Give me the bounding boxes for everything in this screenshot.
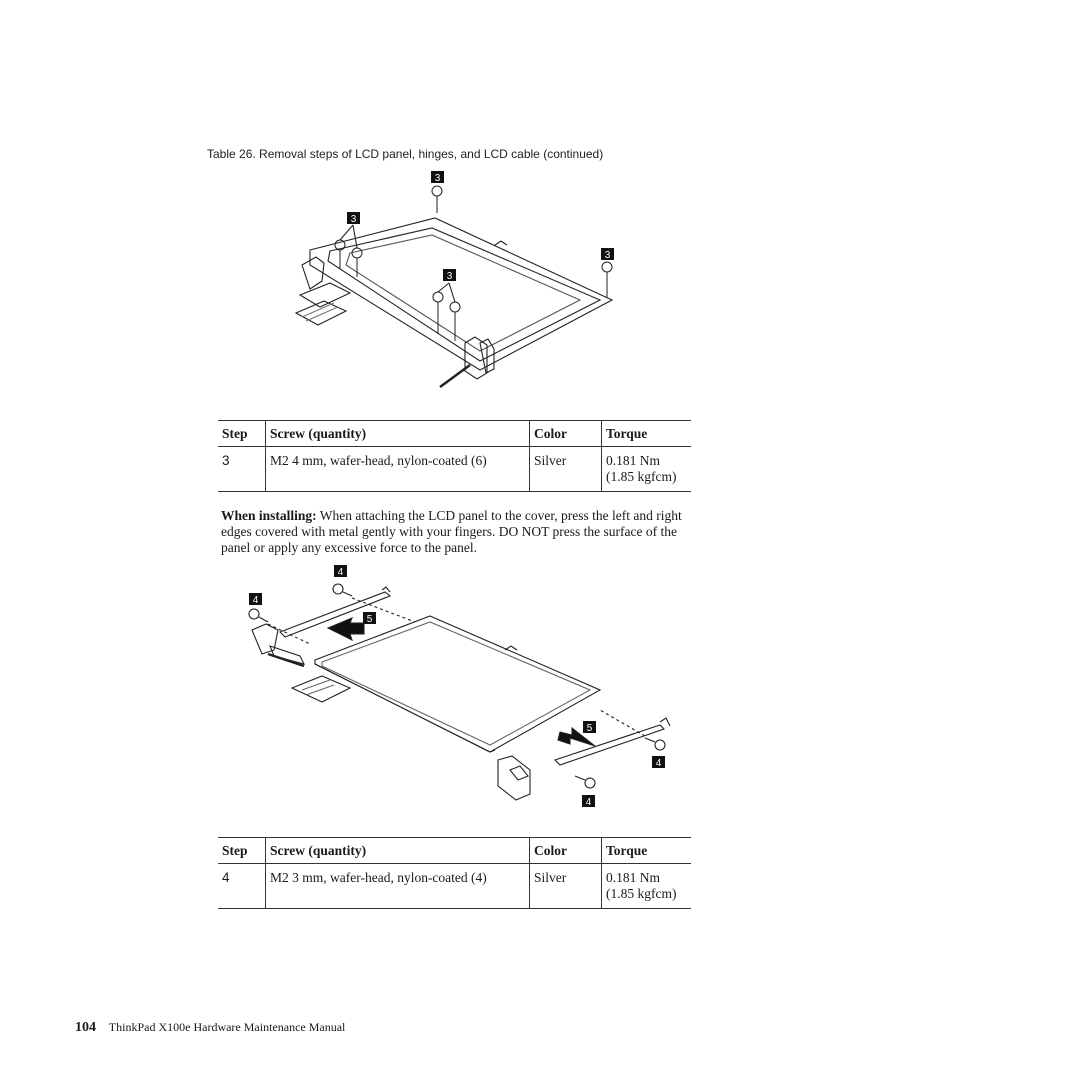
table-row: 4 M2 3 mm, wafer-head, nylon-coated (4) … xyxy=(218,863,691,909)
column-header-torque: Torque xyxy=(601,837,691,864)
svg-text:4: 4 xyxy=(656,758,662,769)
lcd-removal-figure: 3 3 3 3 xyxy=(294,171,614,389)
table-caption: Table 26. Removal steps of LCD panel, hi… xyxy=(207,147,604,161)
torque-kgf: (1.85 kgfcm) xyxy=(606,886,677,901)
callout-label: 3 xyxy=(601,248,614,261)
screw-icon xyxy=(334,185,613,341)
svg-text:5: 5 xyxy=(587,723,593,734)
svg-text:3: 3 xyxy=(447,271,453,282)
note-text: When attaching the LCD panel to the cove… xyxy=(221,508,682,555)
torque-cell: 0.181 Nm (1.85 kgfcm) xyxy=(601,863,691,909)
svg-text:4: 4 xyxy=(338,567,344,578)
screw-cell: M2 3 mm, wafer-head, nylon-coated (4) xyxy=(265,863,530,909)
column-header-step: Step xyxy=(218,837,266,864)
table-header-row: Step Screw (quantity) Color Torque xyxy=(218,837,691,864)
step-cell: 3 xyxy=(218,446,266,492)
screw-cell: M2 4 mm, wafer-head, nylon-coated (6) xyxy=(265,446,530,492)
column-header-screw: Screw (quantity) xyxy=(265,837,530,864)
torque-nm: 0.181 Nm xyxy=(606,870,660,885)
svg-text:3: 3 xyxy=(605,250,611,261)
manual-title: ThinkPad X100e Hardware Maintenance Manu… xyxy=(108,1020,346,1034)
callout-label: 4 xyxy=(249,593,262,606)
callout-label: 4 xyxy=(582,795,595,808)
svg-text:3: 3 xyxy=(435,173,441,184)
note-label: When installing: xyxy=(221,508,317,523)
screw-icon xyxy=(248,583,666,789)
step-cell: 4 xyxy=(218,863,266,909)
color-cell: Silver xyxy=(529,446,602,492)
installation-note: When installing: When attaching the LCD … xyxy=(221,508,691,556)
torque-cell: 0.181 Nm (1.85 kgfcm) xyxy=(601,446,691,492)
callout-label: 4 xyxy=(334,565,347,578)
page-footer: 104 ThinkPad X100e Hardware Maintenance … xyxy=(75,1020,345,1036)
column-header-color: Color xyxy=(529,420,602,447)
column-header-torque: Torque xyxy=(601,420,691,447)
torque-kgf: (1.85 kgfcm) xyxy=(606,469,677,484)
callout-label: 3 xyxy=(431,171,444,184)
torque-nm: 0.181 Nm xyxy=(606,453,660,468)
arrow-right-icon xyxy=(557,726,596,747)
svg-text:4: 4 xyxy=(253,595,259,606)
table-header-row: Step Screw (quantity) Color Torque xyxy=(218,420,691,447)
table-row: 3 M2 4 mm, wafer-head, nylon-coated (6) … xyxy=(218,446,691,492)
screw-spec-table-step4: Step Screw (quantity) Color Torque 4 M2 … xyxy=(218,837,691,909)
callout-label: 3 xyxy=(347,212,360,225)
column-header-screw: Screw (quantity) xyxy=(265,420,530,447)
callout-label: 5 xyxy=(583,721,596,734)
column-header-step: Step xyxy=(218,420,266,447)
screw-spec-table-step3: Step Screw (quantity) Color Torque 3 M2 … xyxy=(218,420,691,492)
hinge-removal-figure: 4 4 5 5 4 4 xyxy=(248,565,671,808)
page-number: 104 xyxy=(75,1020,96,1035)
svg-text:5: 5 xyxy=(367,614,373,625)
arrow-left-icon xyxy=(326,616,365,642)
svg-text:4: 4 xyxy=(586,797,592,808)
callout-label: 3 xyxy=(443,269,456,282)
color-cell: Silver xyxy=(529,863,602,909)
callout-label: 4 xyxy=(652,756,665,769)
svg-text:3: 3 xyxy=(351,214,357,225)
callout-label: 5 xyxy=(363,612,376,625)
column-header-color: Color xyxy=(529,837,602,864)
